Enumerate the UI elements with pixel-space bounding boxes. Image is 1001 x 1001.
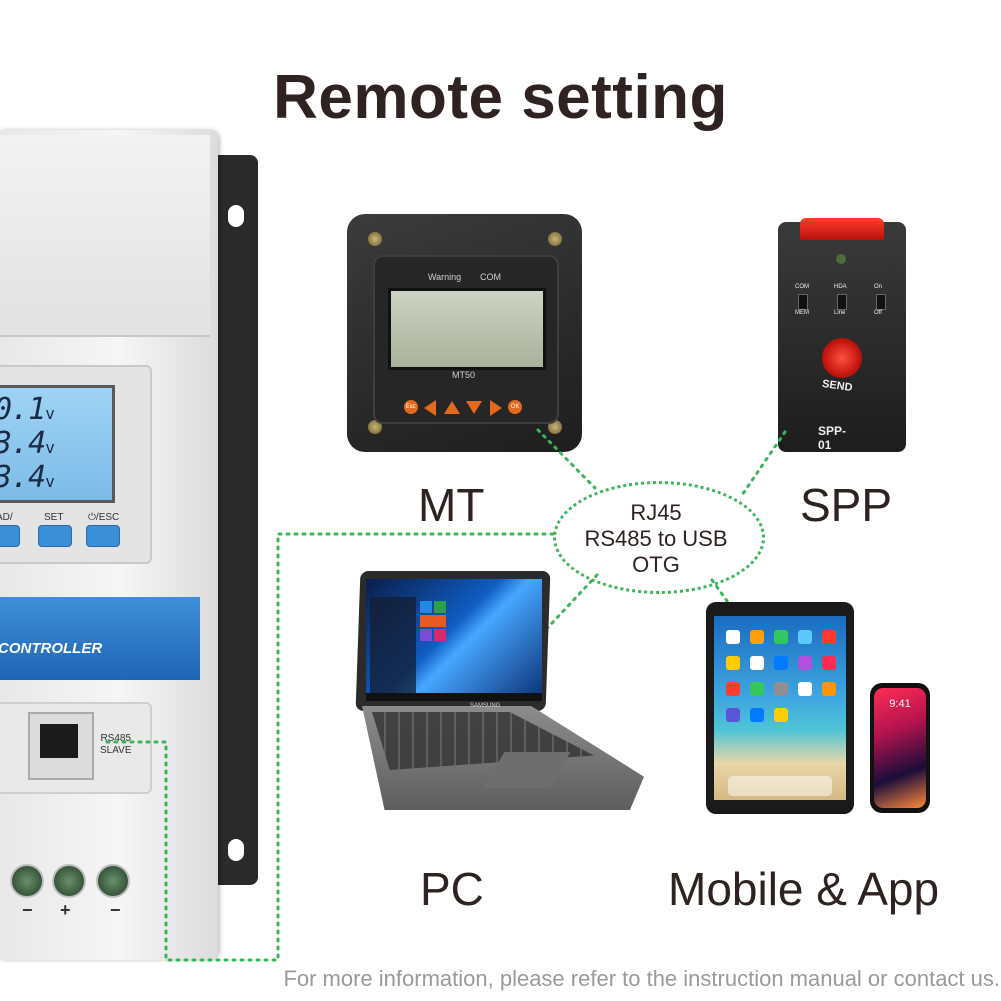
controller-esc-button xyxy=(86,525,120,547)
lcd-reading: 3.4v xyxy=(0,460,55,495)
terminal-sign: − xyxy=(110,900,121,920)
controller-lcd: 0.1v 3.4v 3.4v xyxy=(0,385,115,503)
terminal-screw xyxy=(10,864,44,898)
connection-line-controller xyxy=(100,532,555,962)
mt-label: MT xyxy=(418,479,485,531)
app-icon xyxy=(750,708,764,722)
spp01-red-top xyxy=(800,218,884,240)
app-icon xyxy=(822,656,836,670)
screw-icon xyxy=(548,232,562,246)
button-label-esc: ⏻/ESC xyxy=(88,512,120,523)
terminal-sign: − xyxy=(22,900,33,920)
taskbar xyxy=(366,693,542,701)
laptop-brand: SAMSUNG xyxy=(470,703,501,709)
connection-line-mt xyxy=(536,428,597,490)
lcd-reading: 0.1v xyxy=(0,392,55,427)
app-icon xyxy=(774,630,788,644)
connector-rj45: RJ45 xyxy=(630,500,682,525)
screw-icon xyxy=(368,420,382,434)
spp-label: SPP xyxy=(800,479,893,531)
start-menu xyxy=(370,597,416,693)
dip-switch xyxy=(837,294,847,310)
switch-label: Line xyxy=(834,310,846,316)
mt50-screen xyxy=(388,288,546,370)
mounting-hole xyxy=(228,205,244,227)
switch-label: COM xyxy=(795,284,809,290)
tile-icon xyxy=(434,629,446,641)
mt50-warning-label: Warning xyxy=(428,272,462,282)
dip-switch xyxy=(876,294,886,310)
right-arrow-icon xyxy=(490,400,502,416)
rj45-port xyxy=(28,712,94,780)
switch-label: MEM xyxy=(795,310,809,316)
controller-heatsink-cover xyxy=(0,135,210,337)
laptop-screen xyxy=(366,579,542,701)
tile-icon xyxy=(434,601,446,613)
footer-note: For more information, please refer to th… xyxy=(283,966,1000,991)
phone-screen: 9:41 xyxy=(874,688,926,808)
tile-icon xyxy=(420,601,432,613)
app-icon xyxy=(726,630,740,644)
mounting-bracket xyxy=(216,155,258,885)
spp01-model-label: SPP-01 xyxy=(818,424,847,452)
switch-label: On xyxy=(874,284,883,290)
connection-line-spp xyxy=(738,430,787,500)
led-icon xyxy=(836,254,846,264)
app-icon xyxy=(822,682,836,696)
app-icon xyxy=(726,682,740,696)
tablet-screen xyxy=(714,616,846,800)
terminal-screw xyxy=(96,864,130,898)
app-icon xyxy=(726,656,740,670)
screw-icon xyxy=(368,232,382,246)
tile-icon xyxy=(420,615,446,627)
rs485-slave-label: RS485 SLAVE xyxy=(100,733,132,756)
connector-otg: OTG xyxy=(632,552,680,577)
mobile-app-label: Mobile & App xyxy=(668,863,940,915)
app-icon xyxy=(750,656,764,670)
dip-switch xyxy=(798,294,808,310)
send-button xyxy=(822,338,862,378)
controller-brand-band xyxy=(0,597,200,680)
terminal-sign: + xyxy=(60,900,71,920)
controller-band-text: CONTROLLER xyxy=(0,640,103,657)
app-icon xyxy=(726,708,740,722)
connector-rs485: RS485 to USB xyxy=(584,526,728,551)
mt50-esc-key: Esc xyxy=(404,400,418,414)
controller-ad-button xyxy=(0,525,20,547)
tile-icon xyxy=(420,629,432,641)
down-arrow-icon xyxy=(466,401,482,414)
controller-set-button xyxy=(38,525,72,547)
up-arrow-icon xyxy=(444,401,460,414)
switch-label: Off xyxy=(874,310,882,316)
mt50-com-label: COM xyxy=(480,272,501,282)
mounting-hole xyxy=(228,839,244,861)
rj45-socket xyxy=(40,724,78,758)
app-icon xyxy=(798,630,812,644)
app-icon xyxy=(822,630,836,644)
phone-clock: 9:41 xyxy=(889,698,911,710)
app-icon xyxy=(774,656,788,670)
button-label-set: SET xyxy=(44,512,64,523)
pc-label: PC xyxy=(420,863,484,915)
page-title: Remote setting xyxy=(273,63,728,132)
app-icon xyxy=(774,682,788,696)
terminal-screw xyxy=(52,864,86,898)
left-arrow-icon xyxy=(424,400,436,416)
dock xyxy=(728,776,832,796)
lcd-reading: 3.4v xyxy=(0,426,55,461)
app-icon xyxy=(774,708,788,722)
button-label-ad: AD/ - xyxy=(0,512,13,523)
mt50-ok-key: OK xyxy=(508,400,522,414)
switch-label: HDA xyxy=(834,284,847,290)
app-icon xyxy=(750,682,764,696)
mt50-model-label: MT50 xyxy=(452,370,476,380)
connector-bubble xyxy=(553,481,765,594)
app-icon xyxy=(750,630,764,644)
app-icon xyxy=(798,682,812,696)
app-icon xyxy=(798,656,812,670)
connector-text: RJ45 RS485 to USB OTG xyxy=(553,500,759,578)
